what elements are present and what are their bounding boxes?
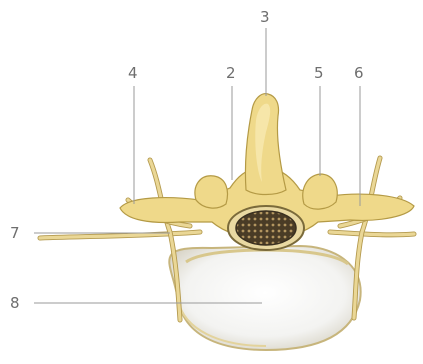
vertebral-body xyxy=(169,246,360,350)
spinous-process xyxy=(245,94,286,195)
label-8: 8 xyxy=(10,294,20,312)
label-7: 7 xyxy=(10,224,20,242)
label-6: 6 xyxy=(354,64,364,82)
label-2: 2 xyxy=(226,64,236,82)
label-3: 3 xyxy=(260,8,270,26)
spinal-cord xyxy=(228,206,304,250)
label-4: 4 xyxy=(128,64,138,82)
label-5: 5 xyxy=(314,64,324,82)
